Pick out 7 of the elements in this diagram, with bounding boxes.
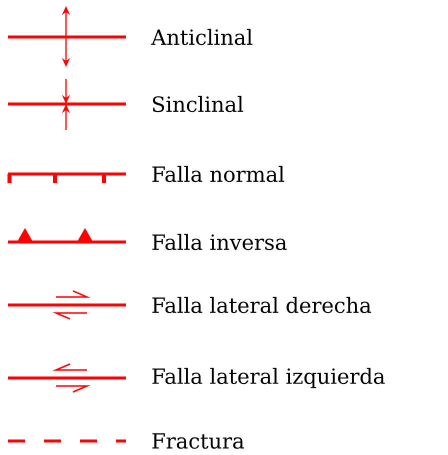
legend-label: Falla inversa: [152, 234, 287, 250]
legend-label: Falla normal: [152, 166, 284, 182]
legend-label: Fractura: [152, 433, 244, 449]
legend-label: Falla lateral izquierda: [152, 368, 385, 388]
legend-label: Falla lateral derecha: [152, 296, 372, 314]
legend-label: Anticlinal: [151, 28, 252, 46]
legend-label: Sinclinal: [152, 96, 244, 112]
